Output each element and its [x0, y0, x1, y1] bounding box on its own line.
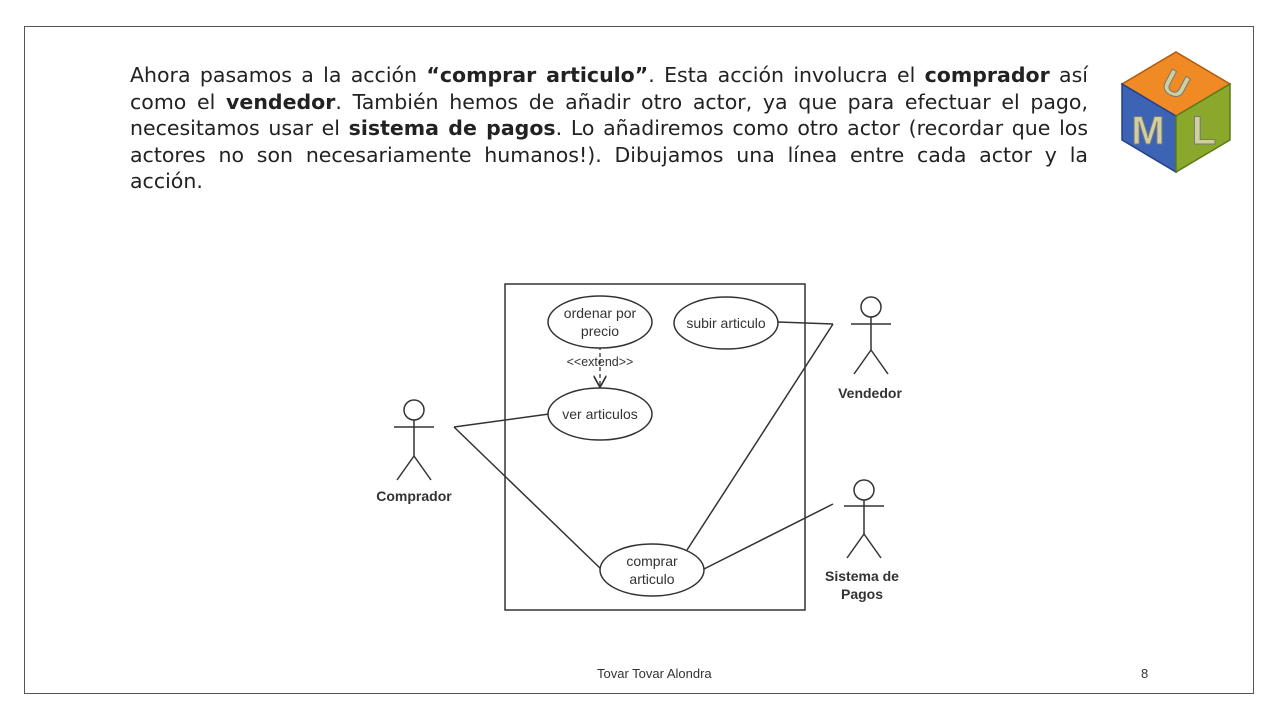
usecase-ordenar-line1: ordenar por — [564, 305, 637, 321]
footer-author: Tovar Tovar Alondra — [597, 666, 712, 681]
logo-letter-l: L — [1192, 109, 1216, 153]
actor-comprador — [394, 399, 434, 481]
logo-cube-right — [1175, 82, 1231, 174]
system-boundary — [504, 283, 806, 611]
slide-frame — [24, 26, 1254, 694]
paragraph-bold-run: “comprar articulo” — [426, 63, 649, 87]
usecase-ordenar-line2: precio — [581, 323, 619, 339]
assoc-comprador-ver — [453, 413, 550, 428]
usecase-subir-label: subir articulo — [686, 315, 766, 331]
actor-vendedor-label: Vendedor — [838, 385, 902, 401]
usecase-ordenar-por-precio — [547, 295, 653, 349]
paragraph-bold-run: sistema de pagos — [348, 116, 556, 140]
extend-label: <<extend>> — [567, 355, 634, 369]
actor-sistema-line2: Pagos — [841, 586, 883, 602]
paragraph-bold-run: vendedor — [226, 89, 336, 114]
paragraph-run: . También hemos de añadir otro actor, ya… — [130, 89, 1088, 141]
assoc-comprador-comprar — [453, 426, 603, 571]
paragraph-run: Ahora pasamos a la acción — [130, 63, 427, 87]
actor-vendedor — [851, 296, 891, 375]
usecase-comprar-articulo — [599, 543, 705, 597]
paragraph-run: . Lo añadiremos como otro actor (recorda… — [130, 116, 1088, 193]
usecase-subir-articulo — [673, 296, 779, 350]
uml-logo: U M L — [1120, 51, 1232, 174]
paragraph-run: . Esta acción involucra el — [648, 63, 925, 87]
logo-letter-m: M — [1131, 109, 1164, 153]
usecase-comprar-line1: comprar — [626, 553, 678, 569]
page-number: 8 — [1141, 666, 1149, 681]
paragraph-run: así como el — [130, 63, 1088, 114]
usecase-ver-label: ver articulos — [562, 406, 637, 422]
assoc-sistema-comprar — [703, 503, 834, 570]
assoc-vendedor-comprar — [686, 323, 834, 551]
paragraph-bold-run: comprador — [924, 63, 1050, 87]
usecase-ver-articulos — [547, 387, 653, 441]
actor-sistema-de-pagos — [844, 479, 884, 559]
assoc-vendedor-subir — [777, 321, 834, 325]
actor-sistema-line1: Sistema de — [825, 568, 899, 584]
usecase-comprar-line2: articulo — [629, 571, 674, 587]
body-paragraph: Ahora pasamos a la acción “comprar artic… — [130, 62, 1088, 195]
actor-comprador-label: Comprador — [376, 488, 452, 504]
